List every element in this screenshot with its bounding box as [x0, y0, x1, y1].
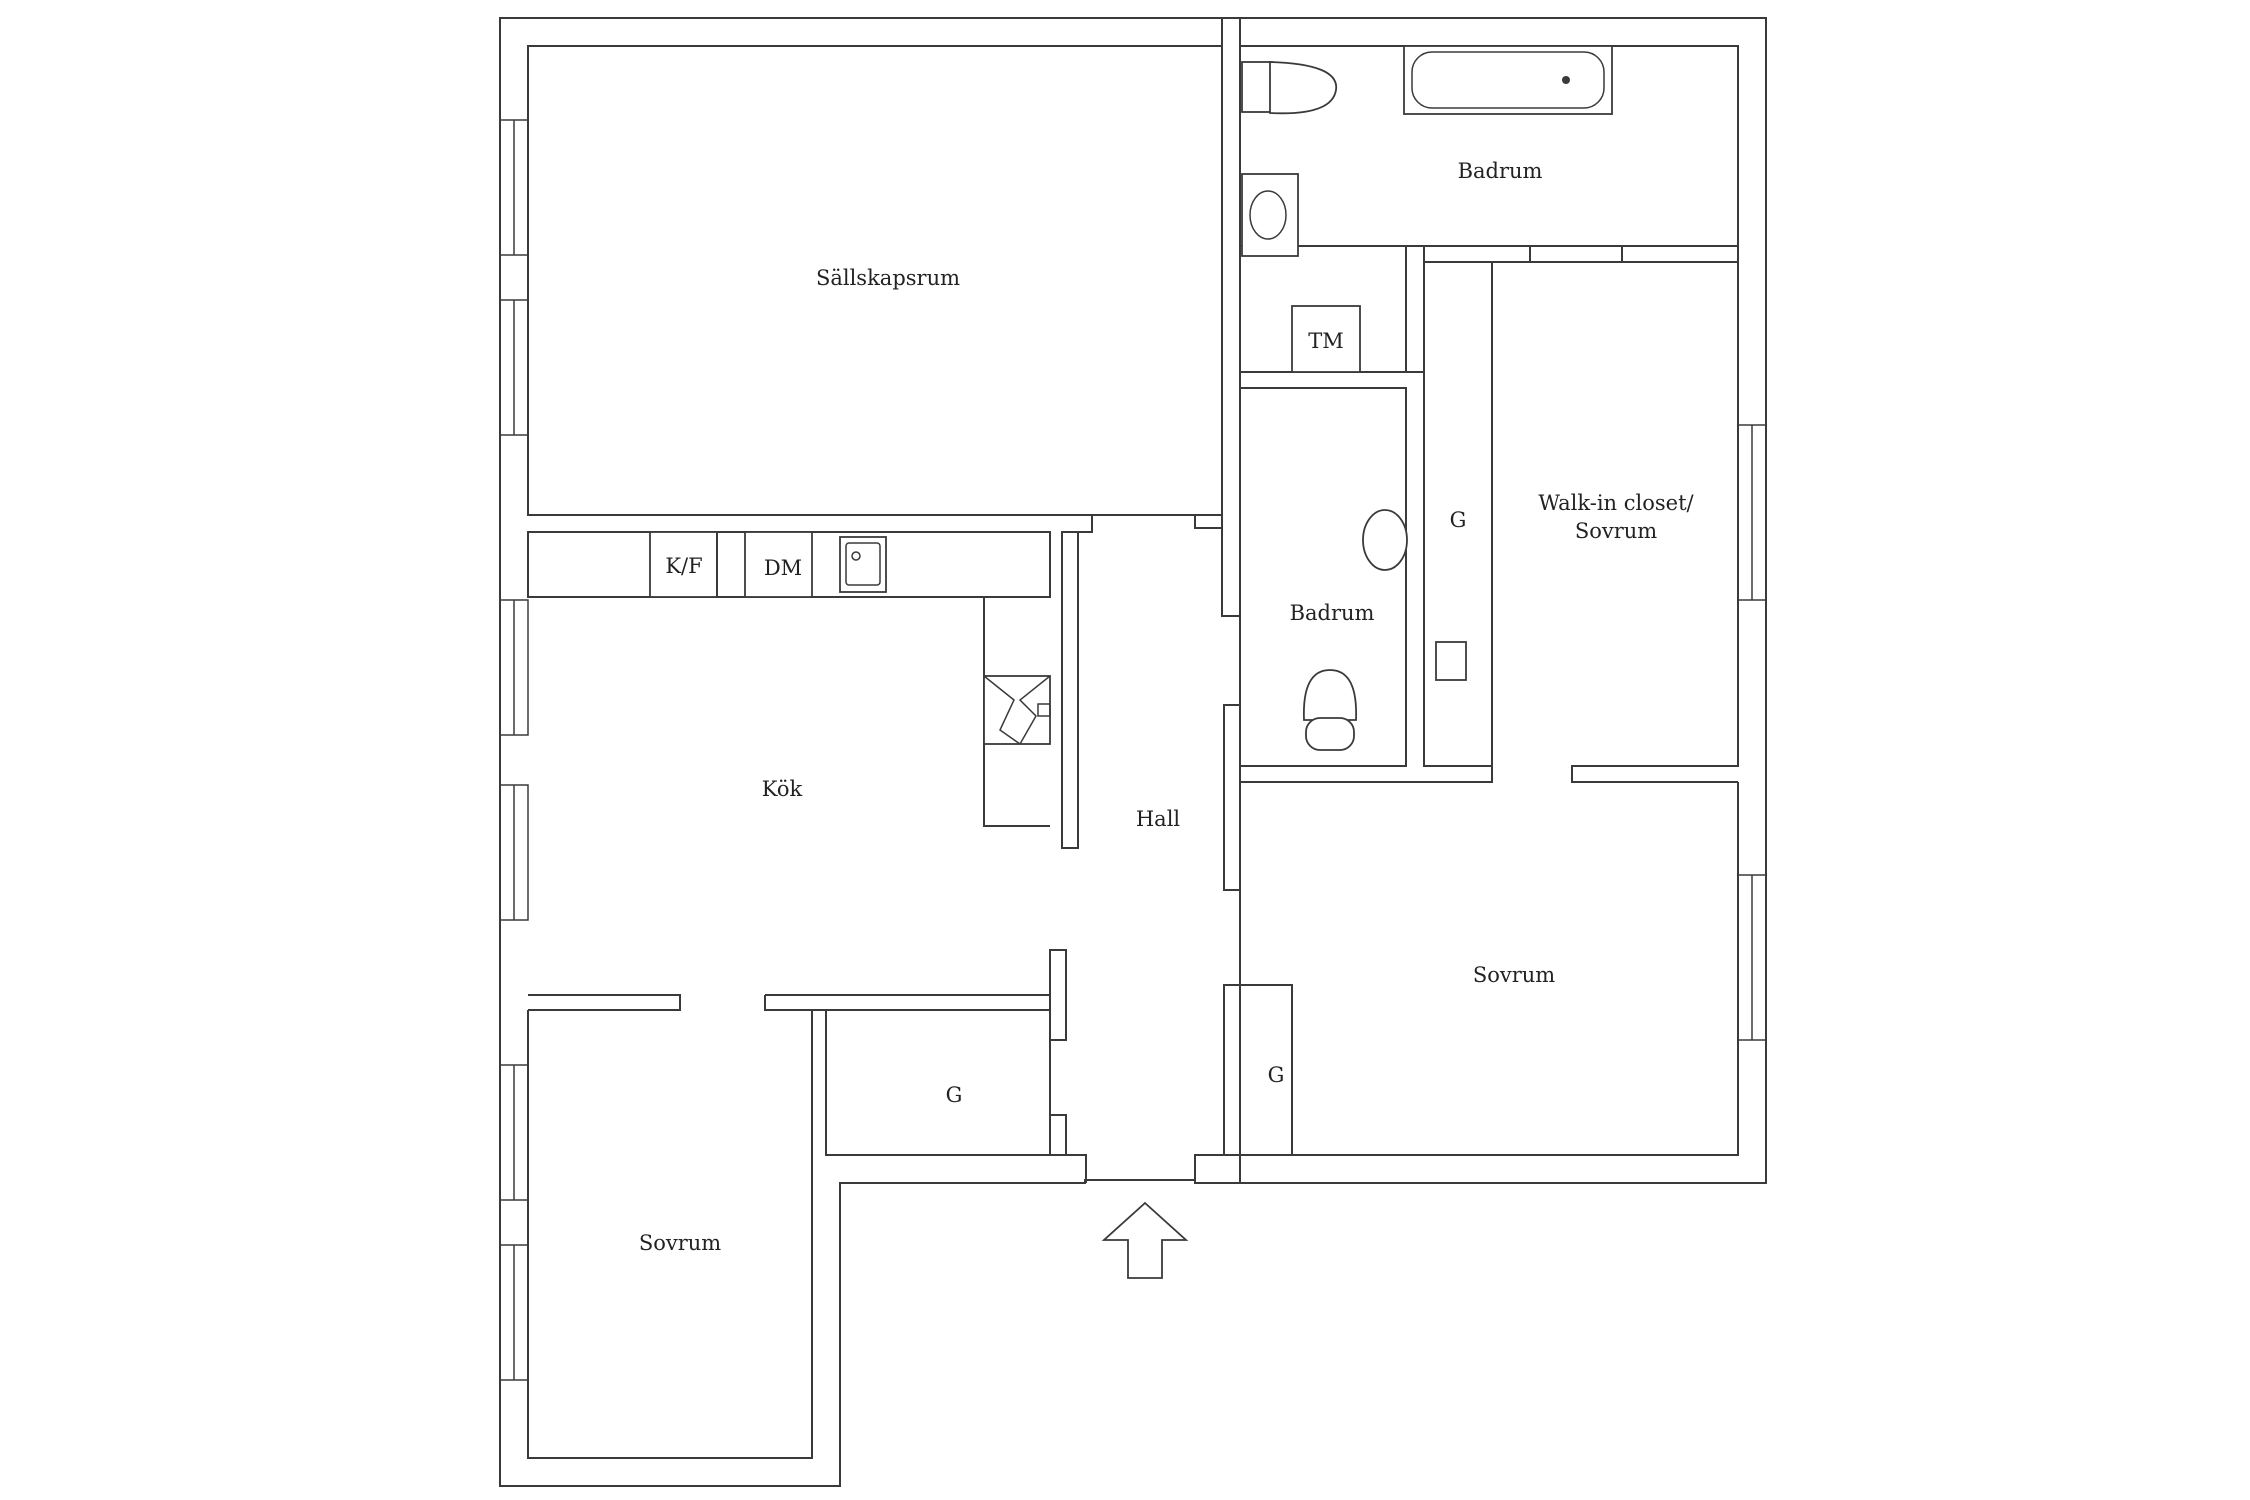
label-badrum-top: Badrum — [1458, 159, 1543, 183]
wall-sallskapsrum-box — [527, 45, 1223, 516]
wall-kitchen-hall — [1061, 531, 1079, 849]
label-dm: DM — [764, 556, 802, 580]
wall-hall-right-lower — [1223, 704, 1241, 891]
windows-right-wall — [1737, 424, 1767, 1041]
windows-left-wall — [499, 119, 529, 1381]
bathtub — [1403, 45, 1613, 115]
label-sallskapsrum: Sällskapsrum — [816, 266, 960, 290]
entrance-arrow-icon — [1101, 1201, 1189, 1279]
toilet-top — [1241, 61, 1273, 113]
label-sovrum-right: Sovrum — [1473, 963, 1555, 987]
badrum-mid-room — [1239, 387, 1407, 767]
stove-icon — [983, 675, 1051, 745]
closet-g-hall — [825, 1009, 1051, 1156]
wall-kitchen-bottom — [528, 994, 681, 1011]
label-badrum-mid: Badrum — [1290, 601, 1375, 625]
label-tm: TM — [1308, 329, 1344, 353]
label-kok: Kök — [762, 777, 803, 801]
label-g-hall: G — [946, 1083, 963, 1107]
sink-top — [1241, 173, 1299, 257]
label-hall: Hall — [1136, 807, 1181, 831]
wall-sovrum-right — [1239, 782, 1739, 1156]
closet-walkin-shelf — [1423, 261, 1493, 767]
wall-hall-right-top — [1221, 17, 1241, 617]
toilet-mid — [1303, 669, 1357, 721]
washing-machine — [1291, 305, 1361, 373]
label-walkin-2: Sovrum — [1575, 519, 1657, 543]
cabinet-kf — [649, 531, 718, 598]
cabinet-dm — [744, 531, 813, 598]
label-g-sovrum: G — [1268, 1063, 1285, 1087]
kitchen-sink — [839, 536, 887, 593]
label-kf: K/F — [665, 554, 702, 578]
label-g-walkin: G — [1450, 508, 1467, 532]
label-sovrum-left: Sovrum — [639, 1231, 721, 1255]
wall-sovrum-left — [527, 1010, 813, 1459]
sink-mid — [1362, 509, 1408, 571]
label-walkin-1: Walk-in closet/ — [1538, 491, 1694, 515]
